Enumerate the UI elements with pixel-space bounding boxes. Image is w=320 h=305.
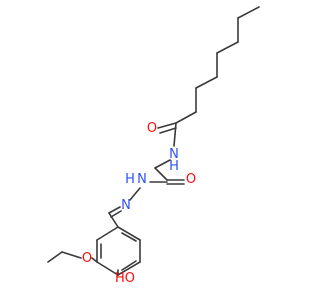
alkyl-chain-bond-4: [216, 41, 239, 54]
amide-nh-hydrogen: H: [169, 159, 179, 174]
molecule-diagram: O N H O N H N O HO: [47, 6, 260, 286]
ethoxy-o-ch2-bond: [61, 251, 82, 259]
amide-nh-label: N: [169, 147, 179, 162]
hydrazide-oxygen-label: O: [186, 172, 196, 187]
alkyl-chain-bond-6: [237, 6, 260, 19]
hydroxyl-label: HO: [115, 271, 135, 286]
ring-bond-2: [117, 261, 141, 276]
bond-layer: [47, 6, 260, 276]
ethoxy-ch2-ch3-bond: [47, 251, 63, 263]
hydrazide-nh-label: N: [137, 172, 147, 187]
ether-oxygen-label: O: [82, 251, 92, 266]
alkyl-chain-bond-2: [195, 76, 218, 89]
alkyl-chain-bond-0: [175, 111, 197, 124]
imine-nitrogen-label: N: [121, 198, 131, 213]
amide-carbonyl-bond-b: [159, 127, 177, 134]
n-n-bond: [129, 187, 141, 201]
ch-ring-bond: [108, 212, 119, 228]
ch2-carbonyl-bond: [154, 167, 168, 181]
amide-carbonyl-bond-a: [157, 122, 177, 129]
hydrazide-nh-hydrogen: H: [125, 172, 135, 187]
ring-bond-5: [96, 226, 119, 241]
structure-canvas: O N H O N H N O HO: [47, 6, 260, 286]
ring-double-1: [121, 232, 137, 242]
imine-bond-a: [108, 206, 121, 214]
ring-bond-3: [96, 261, 119, 276]
ring-double-2: [121, 260, 137, 271]
imine-bond-b: [110, 210, 122, 218]
n-ch2-bond: [154, 159, 171, 169]
atom-label-layer: O N H O N H N O HO: [82, 121, 196, 286]
ring-ether-bond: [91, 257, 98, 263]
amide-oxygen-label: O: [147, 121, 157, 136]
ring-bond-0: [117, 226, 141, 241]
amide-c-n-bond: [173, 122, 177, 147]
